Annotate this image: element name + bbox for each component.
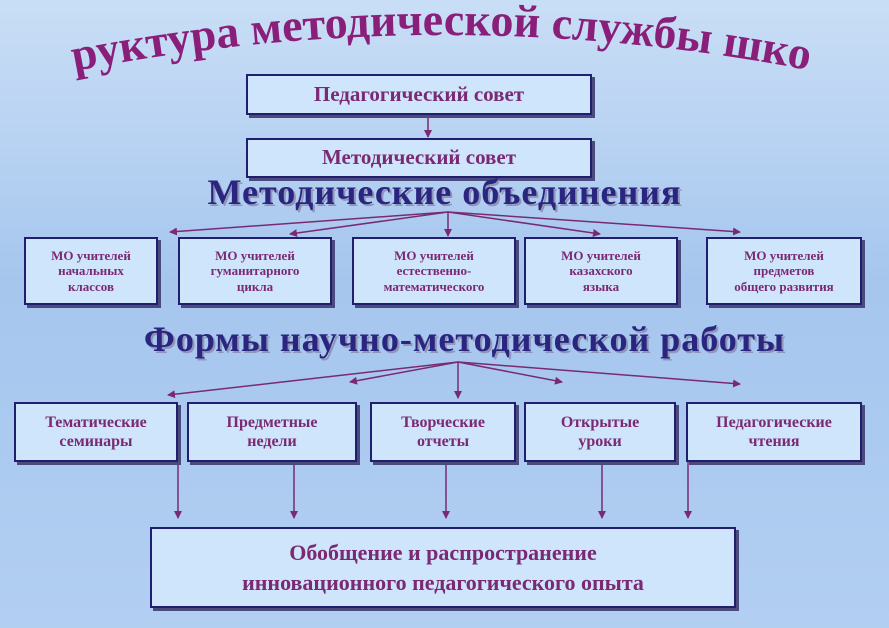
pedagogical-council-box: Педагогический совет — [246, 74, 592, 115]
methodical-council-box: Методический совет — [246, 138, 592, 178]
arrow-to-form-5 — [457, 361, 741, 388]
arrow-to-mo-2 — [289, 211, 449, 237]
form-box-seminars: Тематические семинары — [14, 402, 178, 462]
arrow-to-mo-1 — [169, 211, 449, 236]
forms-heading: Формы научно-методической работы — [143, 319, 786, 359]
mo-box-kazakh: МО учителей казахского языка — [524, 237, 678, 305]
mo-box-humanities: МО учителей гуманитарного цикла — [178, 237, 332, 305]
arrow-to-form-2 — [349, 361, 459, 385]
pedagogical-council-label: Педагогический совет — [313, 81, 525, 106]
result-box: Обобщение и распространение инновационно… — [150, 527, 736, 608]
associations-heading: Методические объединения — [207, 172, 682, 212]
form-box-pedagogical-readings: Педагогические чтения — [686, 402, 862, 462]
form-box-creative-reports: Творческие отчеты — [370, 402, 516, 462]
page-title-text: Структура методической службы школы — [0, 0, 815, 81]
mo-box-science-math: МО учителей естественно- математического — [352, 237, 516, 305]
page-title: Структура методической службы школы — [0, 0, 815, 81]
form-box-subject-weeks: Предметные недели — [187, 402, 357, 462]
methodical-council-label: Методический совет — [321, 145, 517, 170]
form-box-open-lessons: Открытые уроки — [524, 402, 676, 462]
mo-box-primary: МО учителей начальных классов — [24, 237, 158, 305]
arrow-to-form-1 — [167, 361, 459, 399]
mo-box-general-development: МО учителей предметов общего развития — [706, 237, 862, 305]
arrow-to-form-4 — [457, 361, 563, 385]
arrow-to-mo-4 — [447, 211, 601, 237]
arrow-to-mo-5 — [447, 211, 741, 236]
